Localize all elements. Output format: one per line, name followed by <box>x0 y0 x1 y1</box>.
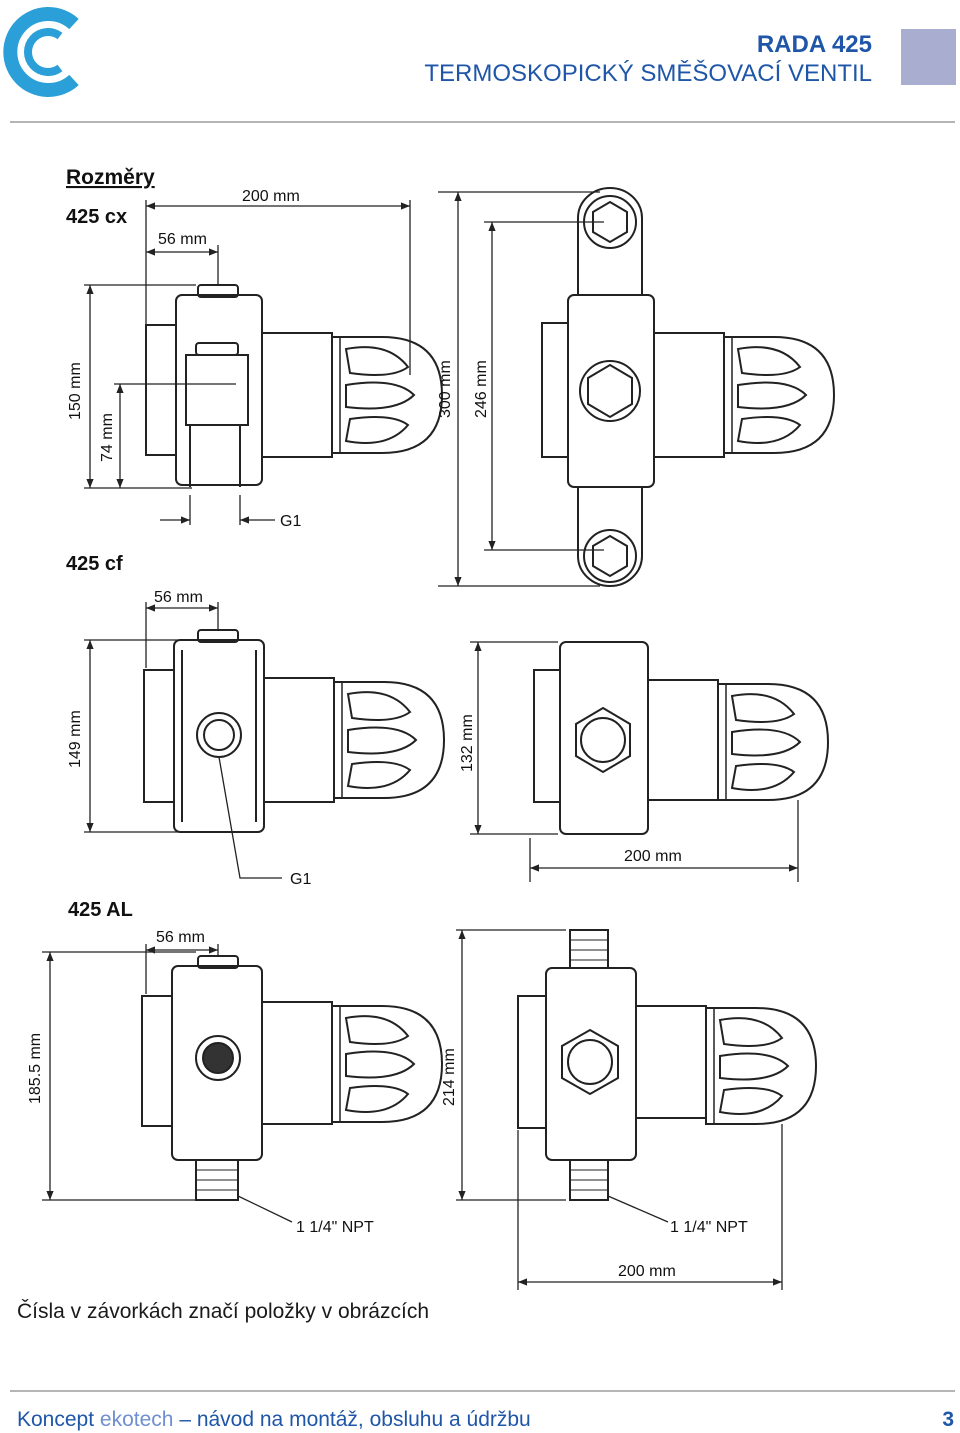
dimensions-heading: Rozměry <box>66 166 155 189</box>
cx-inlet-offset-label: 56 mm <box>158 231 207 248</box>
figure-caption: Čísla v závorkách značí položky v obrázc… <box>17 1300 430 1323</box>
product-title: TERMOSKOPICKÝ SMĚŠOVACÍ VENTIL <box>424 60 872 87</box>
cf-front-view <box>533 641 829 835</box>
dimension-drawing: Rozměry 425 cx 200 mm 56 mm 150 mm 74 mm… <box>27 166 835 1290</box>
cx-height-label: 300 mm <box>437 360 454 418</box>
cx-front-view <box>541 187 835 587</box>
cx-side-view <box>145 284 443 487</box>
al-thread-right-label: 1 1/4" NPT <box>670 1219 748 1236</box>
al-front-view <box>517 929 817 1201</box>
footer-divider <box>10 1390 955 1392</box>
al-side-view <box>141 955 443 1201</box>
corner-marker <box>901 29 956 85</box>
cx-pitch-label: 246 mm <box>473 360 490 418</box>
cf-inlet-offset-label: 56 mm <box>154 589 203 606</box>
footer-brand-1: Koncept <box>17 1408 95 1431</box>
model-cf-label: 425 cf <box>66 553 123 575</box>
page-number: 3 <box>942 1408 954 1431</box>
al-inlet-offset-label: 56 mm <box>156 929 205 946</box>
model-cx-label: 425 cx <box>66 206 127 228</box>
al-width-label: 200 mm <box>618 1263 676 1280</box>
cx-inlet-depth-label: 74 mm <box>99 413 116 462</box>
model-al-label: 425 AL <box>68 899 133 921</box>
document-title: RADA 425 TERMOSKOPICKÝ SMĚŠOVACÍ VENTIL <box>424 30 872 88</box>
series-title: RADA 425 <box>756 31 872 58</box>
footer-text: Koncept ekotech – návod na montáž, obslu… <box>17 1408 531 1432</box>
cf-thread-label: G1 <box>290 871 311 888</box>
cx-depth-label: 150 mm <box>67 362 84 420</box>
al-thread-left-label: 1 1/4" NPT <box>296 1219 374 1236</box>
cf-depth-label: 149 mm <box>67 710 84 768</box>
al-height-label: 214 mm <box>441 1048 458 1106</box>
header-divider <box>10 121 955 123</box>
cx-thread-label: G1 <box>280 513 301 530</box>
cf-width-label: 200 mm <box>624 848 682 865</box>
cf-height-label: 132 mm <box>459 714 476 772</box>
cx-width-label: 200 mm <box>242 188 300 205</box>
company-logo <box>3 7 79 97</box>
al-depth-label: 185.5 mm <box>27 1033 44 1104</box>
cf-side-view <box>143 629 445 833</box>
footer-brand-2: ekotech <box>99 1408 174 1431</box>
footer-description: – návod na montáž, obsluhu a údržbu <box>179 1408 531 1431</box>
